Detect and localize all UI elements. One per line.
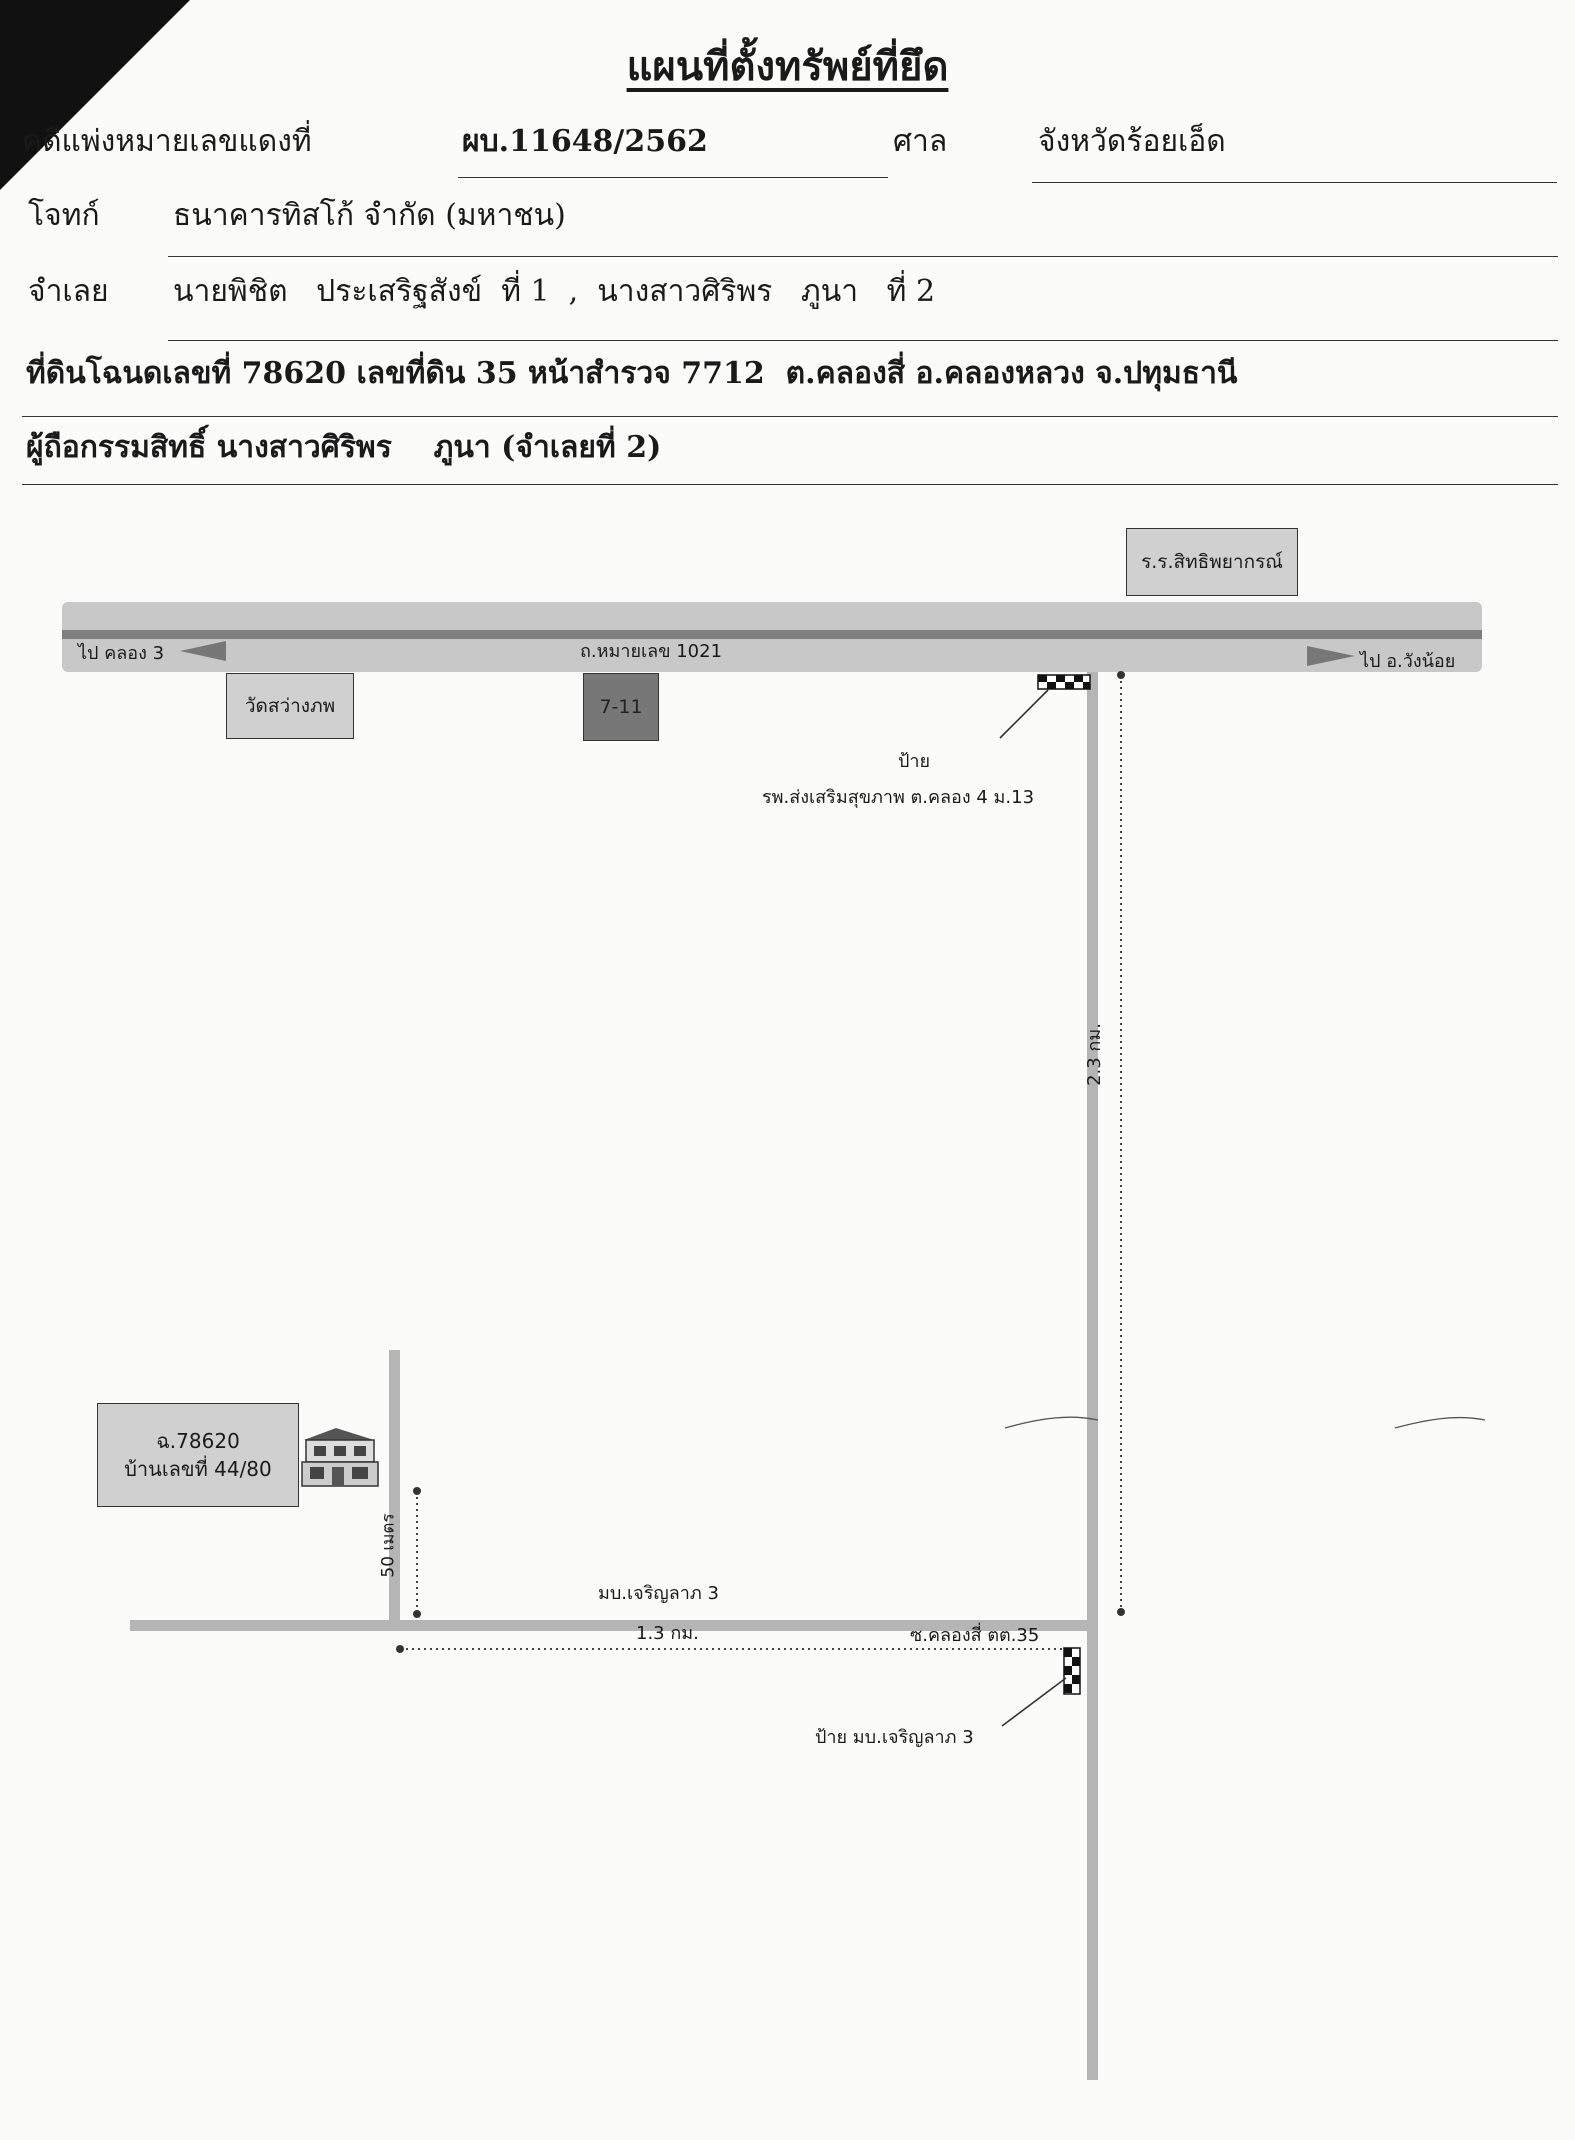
soi-label: ซ.คลองสี่ ตต.35 [910, 1625, 1040, 1646]
defendant-label: จำเลย [28, 274, 109, 309]
defendant-rule [168, 340, 1558, 341]
dist-short-label: 50 เมตร [378, 1513, 399, 1578]
sign-flag-icon [1063, 1647, 1081, 1695]
case-label: คดีแพ่งหมายเลขแดงที่ [22, 124, 312, 159]
owner-rule [22, 484, 1558, 485]
land-rule [22, 416, 1558, 417]
document-title: แผนที่ตั้งทรัพย์ที่ยึด [626, 43, 949, 90]
plaintiff-label: โจทก์ [28, 198, 100, 233]
property-label: ฉ.78620 บ้านเลขที่ 44/80 [97, 1403, 299, 1507]
plaintiff-rule [168, 256, 1558, 257]
property-deed: ฉ.78620 [156, 1429, 240, 1453]
school-label: ร.ร.สิทธิพยากรณ์ [1126, 528, 1298, 596]
plaintiff-value: ธนาคารทิสโก้ จำกัด (มหาชน) [173, 198, 566, 233]
court-value: จังหวัดร้อยเอ็ด [1038, 124, 1226, 159]
vertical-road [1087, 672, 1098, 2080]
arrow-right-icon [1307, 646, 1355, 666]
main-road-label: ถ.หมายเลข 1021 [580, 641, 723, 662]
dist-vertical-label: 2.3 กม. [1083, 1023, 1105, 1086]
arrow-left-icon [180, 641, 226, 661]
property-road [389, 1350, 400, 1626]
sign-flag-icon [1037, 674, 1091, 690]
house-icon [301, 1428, 379, 1487]
soi-road [130, 1620, 1092, 1631]
temple-label: วัดสว่างภพ [226, 673, 354, 739]
sign1-title: ป้าย [898, 751, 931, 772]
main-road-centerline [62, 630, 1482, 639]
store-label: 7-11 [583, 673, 659, 741]
defendant-value: นายพิชิต ประเสริฐสังข์ ที่ 1 , นางสาวศิร… [173, 274, 936, 309]
sign2-text: ป้าย มบ.เจริญลาภ 3 [815, 1727, 974, 1748]
case-number-rule [458, 177, 888, 178]
dist-horizontal-label: 1.3 กม. [636, 1623, 699, 1644]
owner-line: ผู้ถือกรรมสิทธิ์ นางสาวศิริพร ภูนา (จำเล… [26, 430, 662, 465]
village-label: มบ.เจริญลาภ 3 [598, 1583, 719, 1604]
case-number: ผบ.11648/2562 [462, 124, 708, 159]
court-rule [1032, 182, 1557, 183]
property-house: บ้านเลขที่ 44/80 [124, 1457, 272, 1481]
corner-mark [0, 0, 190, 190]
court-label: ศาล [893, 124, 948, 159]
to-right-label: ไป อ.วังน้อย [1360, 651, 1456, 672]
land-line: ที่ดินโฉนดเลขที่ 78620 เลขที่ดิน 35 หน้า… [26, 356, 1238, 391]
to-left-label: ไป คลอง 3 [78, 643, 165, 664]
sign1-text: รพ.ส่งเสริมสุขภาพ ต.คลอง 4 ม.13 [762, 787, 1035, 808]
